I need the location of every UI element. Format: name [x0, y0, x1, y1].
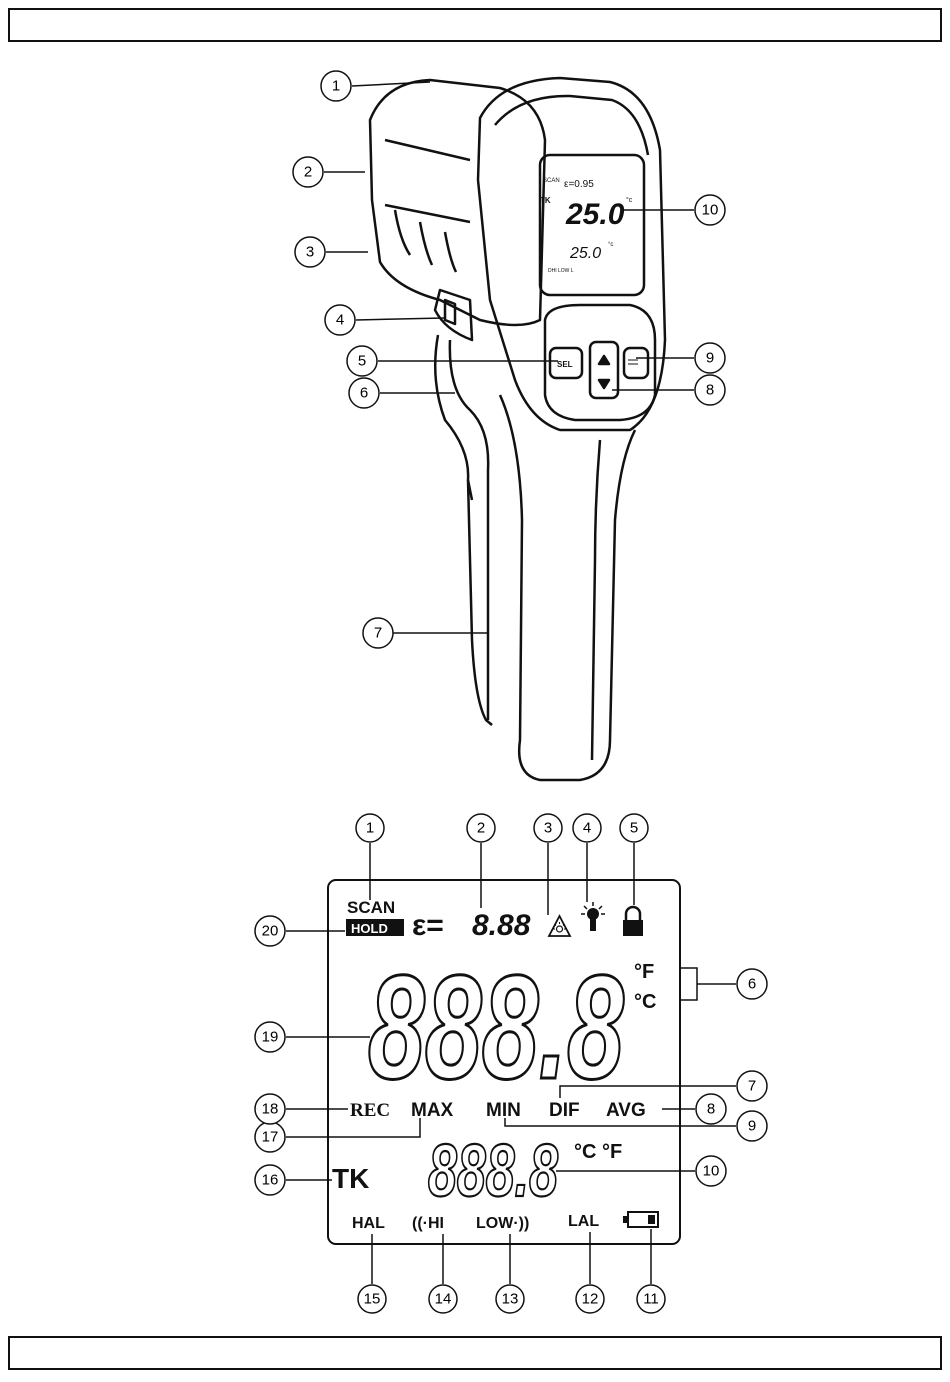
mini-unit: °c — [626, 196, 633, 204]
svg-text:20: 20 — [262, 923, 279, 940]
laser-warning-icon — [549, 916, 570, 936]
device-callout-9: 9 — [695, 343, 725, 373]
device-callout-7: 7 — [363, 618, 393, 648]
svg-text:3: 3 — [544, 820, 552, 837]
svg-text:18: 18 — [262, 1101, 279, 1118]
lcd-callout-14: 14 — [429, 1285, 457, 1313]
svg-text:1: 1 — [366, 820, 374, 837]
lcd-sub-units: °C °F — [574, 1141, 622, 1163]
svg-text:8: 8 — [706, 382, 714, 399]
mini-scan-label: SCAN — [543, 178, 560, 184]
svg-text:9: 9 — [748, 1118, 756, 1135]
lcd-callout-11: 11 — [637, 1285, 665, 1313]
svg-text:14: 14 — [435, 1291, 452, 1308]
lcd-callout-16: 16 — [255, 1165, 285, 1195]
lcd-callout-3: 3 — [534, 814, 562, 842]
lcd-callout-19: 19 — [255, 1022, 285, 1052]
lcd-hal-label: HAL — [352, 1215, 385, 1232]
lcd-rec-label: REC — [350, 1100, 390, 1121]
svg-text:1: 1 — [332, 78, 340, 95]
lcd-callout-1: 1 — [356, 814, 384, 842]
svg-text:3: 3 — [306, 244, 314, 261]
svg-text:16: 16 — [262, 1172, 279, 1189]
lcd-callout-18: 18 — [255, 1094, 285, 1124]
device-callout-8: 8 — [695, 375, 725, 405]
laser-button-icon — [628, 360, 638, 364]
lcd-callout-10: 10 — [696, 1156, 726, 1186]
lcd-hold-label: HOLD — [351, 921, 388, 936]
device-callout-4: 4 — [325, 305, 355, 335]
device-callout-1: 1 — [321, 71, 351, 101]
lcd-sub-digits: 888.8 — [428, 1129, 559, 1212]
lcd-callout-7: 7 — [737, 1071, 767, 1101]
lcd-emissivity-digits: 8.88 — [472, 909, 531, 942]
svg-text:13: 13 — [502, 1291, 519, 1308]
lcd-callout-2: 2 — [467, 814, 495, 842]
lcd-hi-alarm-label: ((·HI — [412, 1215, 444, 1232]
lcd-max-label: MAX — [411, 1100, 454, 1121]
lcd-callout-8: 8 — [696, 1094, 726, 1124]
svg-text:5: 5 — [630, 820, 638, 837]
battery-icon — [623, 1212, 658, 1227]
svg-text:9: 9 — [706, 350, 714, 367]
device-callout-2: 2 — [293, 157, 323, 187]
svg-text:2: 2 — [477, 820, 485, 837]
device-mini-lcd: SCAN ε=0.95 TK 25.0 °c 25.0 °c DHI LOW L… — [540, 178, 638, 369]
lcd-segments: SCAN HOLD ε= 8.88 888.8 °F °C REC MAX MI… — [332, 898, 658, 1232]
device-callout-10: 10 — [695, 195, 725, 225]
svg-text:10: 10 — [703, 1163, 720, 1180]
lcd-deg-c: °C — [634, 991, 656, 1013]
lcd-callout-13: 13 — [496, 1285, 524, 1313]
device-callout-5: 5 — [347, 346, 377, 376]
svg-text:17: 17 — [262, 1129, 279, 1146]
svg-text:4: 4 — [583, 820, 591, 837]
mini-emissivity-label: ε=0.95 — [564, 179, 594, 190]
lcd-avg-label: AVG — [606, 1100, 646, 1121]
lcd-lal-label: LAL — [568, 1213, 599, 1230]
backlight-bulb-icon — [581, 902, 605, 931]
lcd-deg-f: °F — [634, 961, 654, 983]
svg-text:8: 8 — [707, 1101, 715, 1118]
lcd-callout-6: 6 — [737, 969, 767, 999]
svg-text:15: 15 — [364, 1291, 381, 1308]
thermometer-device-drawing — [370, 78, 665, 780]
device-callout-3: 3 — [295, 237, 325, 267]
lcd-callout-9: 9 — [737, 1111, 767, 1141]
mini-tk-label: TK — [540, 196, 551, 205]
lcd-emissivity-prefix: ε= — [412, 909, 444, 942]
lcd-callout-5: 5 — [620, 814, 648, 842]
svg-text:12: 12 — [582, 1291, 599, 1308]
svg-text:2: 2 — [304, 164, 312, 181]
lcd-callout-15: 15 — [358, 1285, 386, 1313]
svg-text:5: 5 — [358, 353, 366, 370]
lcd-callout-20: 20 — [255, 916, 285, 946]
svg-text:6: 6 — [360, 385, 368, 402]
lcd-scan-label: SCAN — [347, 898, 395, 917]
mini-sub-value: 25.0 — [569, 245, 601, 262]
svg-text:19: 19 — [262, 1029, 279, 1046]
lock-icon — [623, 907, 643, 936]
svg-text:10: 10 — [702, 202, 719, 219]
lcd-dif-label: DIF — [549, 1100, 580, 1121]
device-callout-6: 6 — [349, 378, 379, 408]
lcd-min-label: MIN — [486, 1100, 521, 1121]
lcd-callout-17: 17 — [255, 1122, 285, 1152]
svg-text:7: 7 — [374, 625, 382, 642]
mini-sub-unit: °c — [608, 242, 613, 248]
svg-text:11: 11 — [643, 1291, 659, 1308]
mini-bottom-indicators: DHI LOW L — [548, 268, 574, 274]
sel-button-label: SEL — [557, 360, 573, 369]
svg-text:4: 4 — [336, 312, 344, 329]
lcd-low-alarm-label: LOW·)) — [476, 1215, 529, 1232]
svg-text:6: 6 — [748, 976, 756, 993]
lcd-callout-4: 4 — [573, 814, 601, 842]
lcd-callout-12: 12 — [576, 1285, 604, 1313]
mini-main-value: 25.0 — [565, 198, 625, 231]
lcd-tk-label: TK — [332, 1163, 369, 1194]
svg-text:7: 7 — [748, 1078, 756, 1095]
